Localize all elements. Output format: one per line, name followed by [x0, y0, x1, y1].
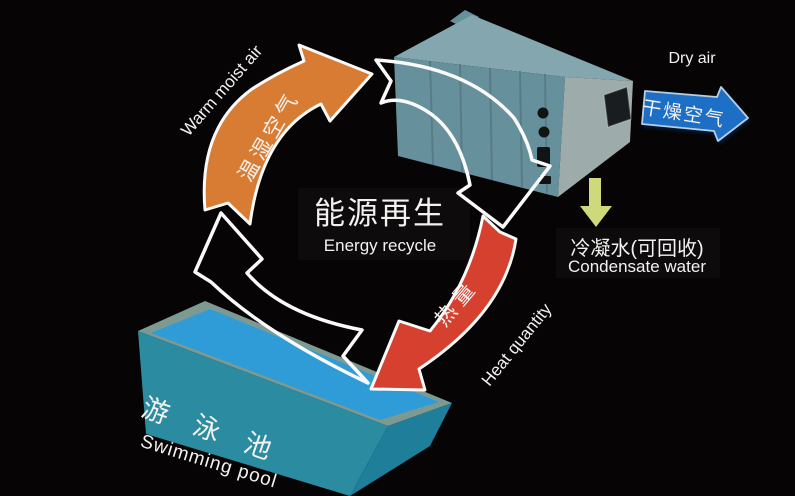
condensate-label-en: Condensate water: [568, 257, 706, 276]
pool-front-face: [138, 331, 388, 496]
dry-air-arrow: [641, 86, 749, 142]
dry-air-label-en: Dry air: [668, 50, 716, 67]
condensate-arrow: [580, 178, 612, 227]
diagram-title-en: Energy recycle: [323, 236, 437, 255]
diagram-title-zh: 能源再生: [314, 196, 446, 231]
warm-moist-air-arrow: [202, 43, 374, 226]
device-top-face: [394, 15, 633, 81]
condensate-label-zh: 冷凝水(可回收): [570, 238, 704, 260]
cycle-arrow-pool-to-device: [193, 211, 370, 385]
pool-side-face: [350, 403, 452, 496]
heat-arrow: [369, 214, 518, 392]
device-front-face: [394, 57, 565, 197]
swimming-pool: [138, 301, 452, 496]
device-vent: [603, 85, 632, 129]
pool-water: [151, 309, 439, 420]
dehumidifier-unit: [394, 10, 633, 197]
cycle-arrow-device-to-pool: [374, 58, 552, 229]
